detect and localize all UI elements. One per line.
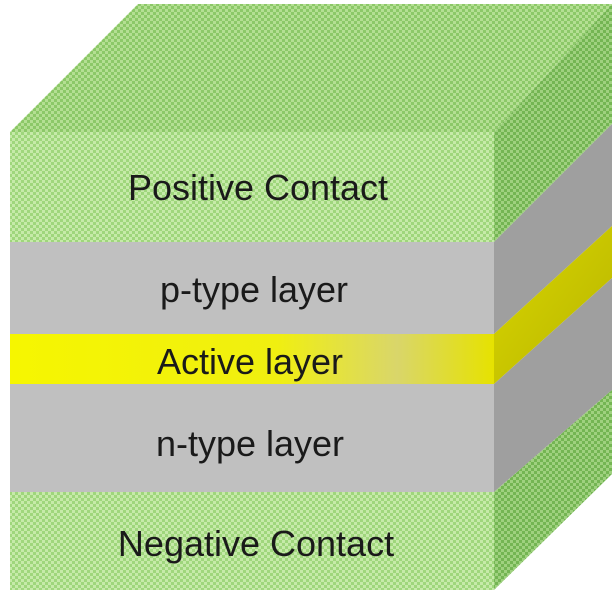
p-type-layer [10, 242, 494, 334]
n-type-layer [10, 384, 494, 492]
n-type-layer-label: n-type layer [156, 423, 344, 464]
cube-top-face [10, 4, 612, 132]
positive-contact-label: Positive Contact [128, 167, 388, 208]
positive-contact-layer [10, 132, 494, 242]
cube-side-face [494, 4, 612, 590]
active-layer [10, 334, 494, 384]
negative-contact-layer [10, 492, 494, 590]
p-type-layer-label: p-type layer [160, 269, 348, 310]
active-layer-label: Active layer [157, 341, 343, 382]
front-face [10, 132, 494, 590]
negative-contact-label: Negative Contact [118, 523, 394, 564]
